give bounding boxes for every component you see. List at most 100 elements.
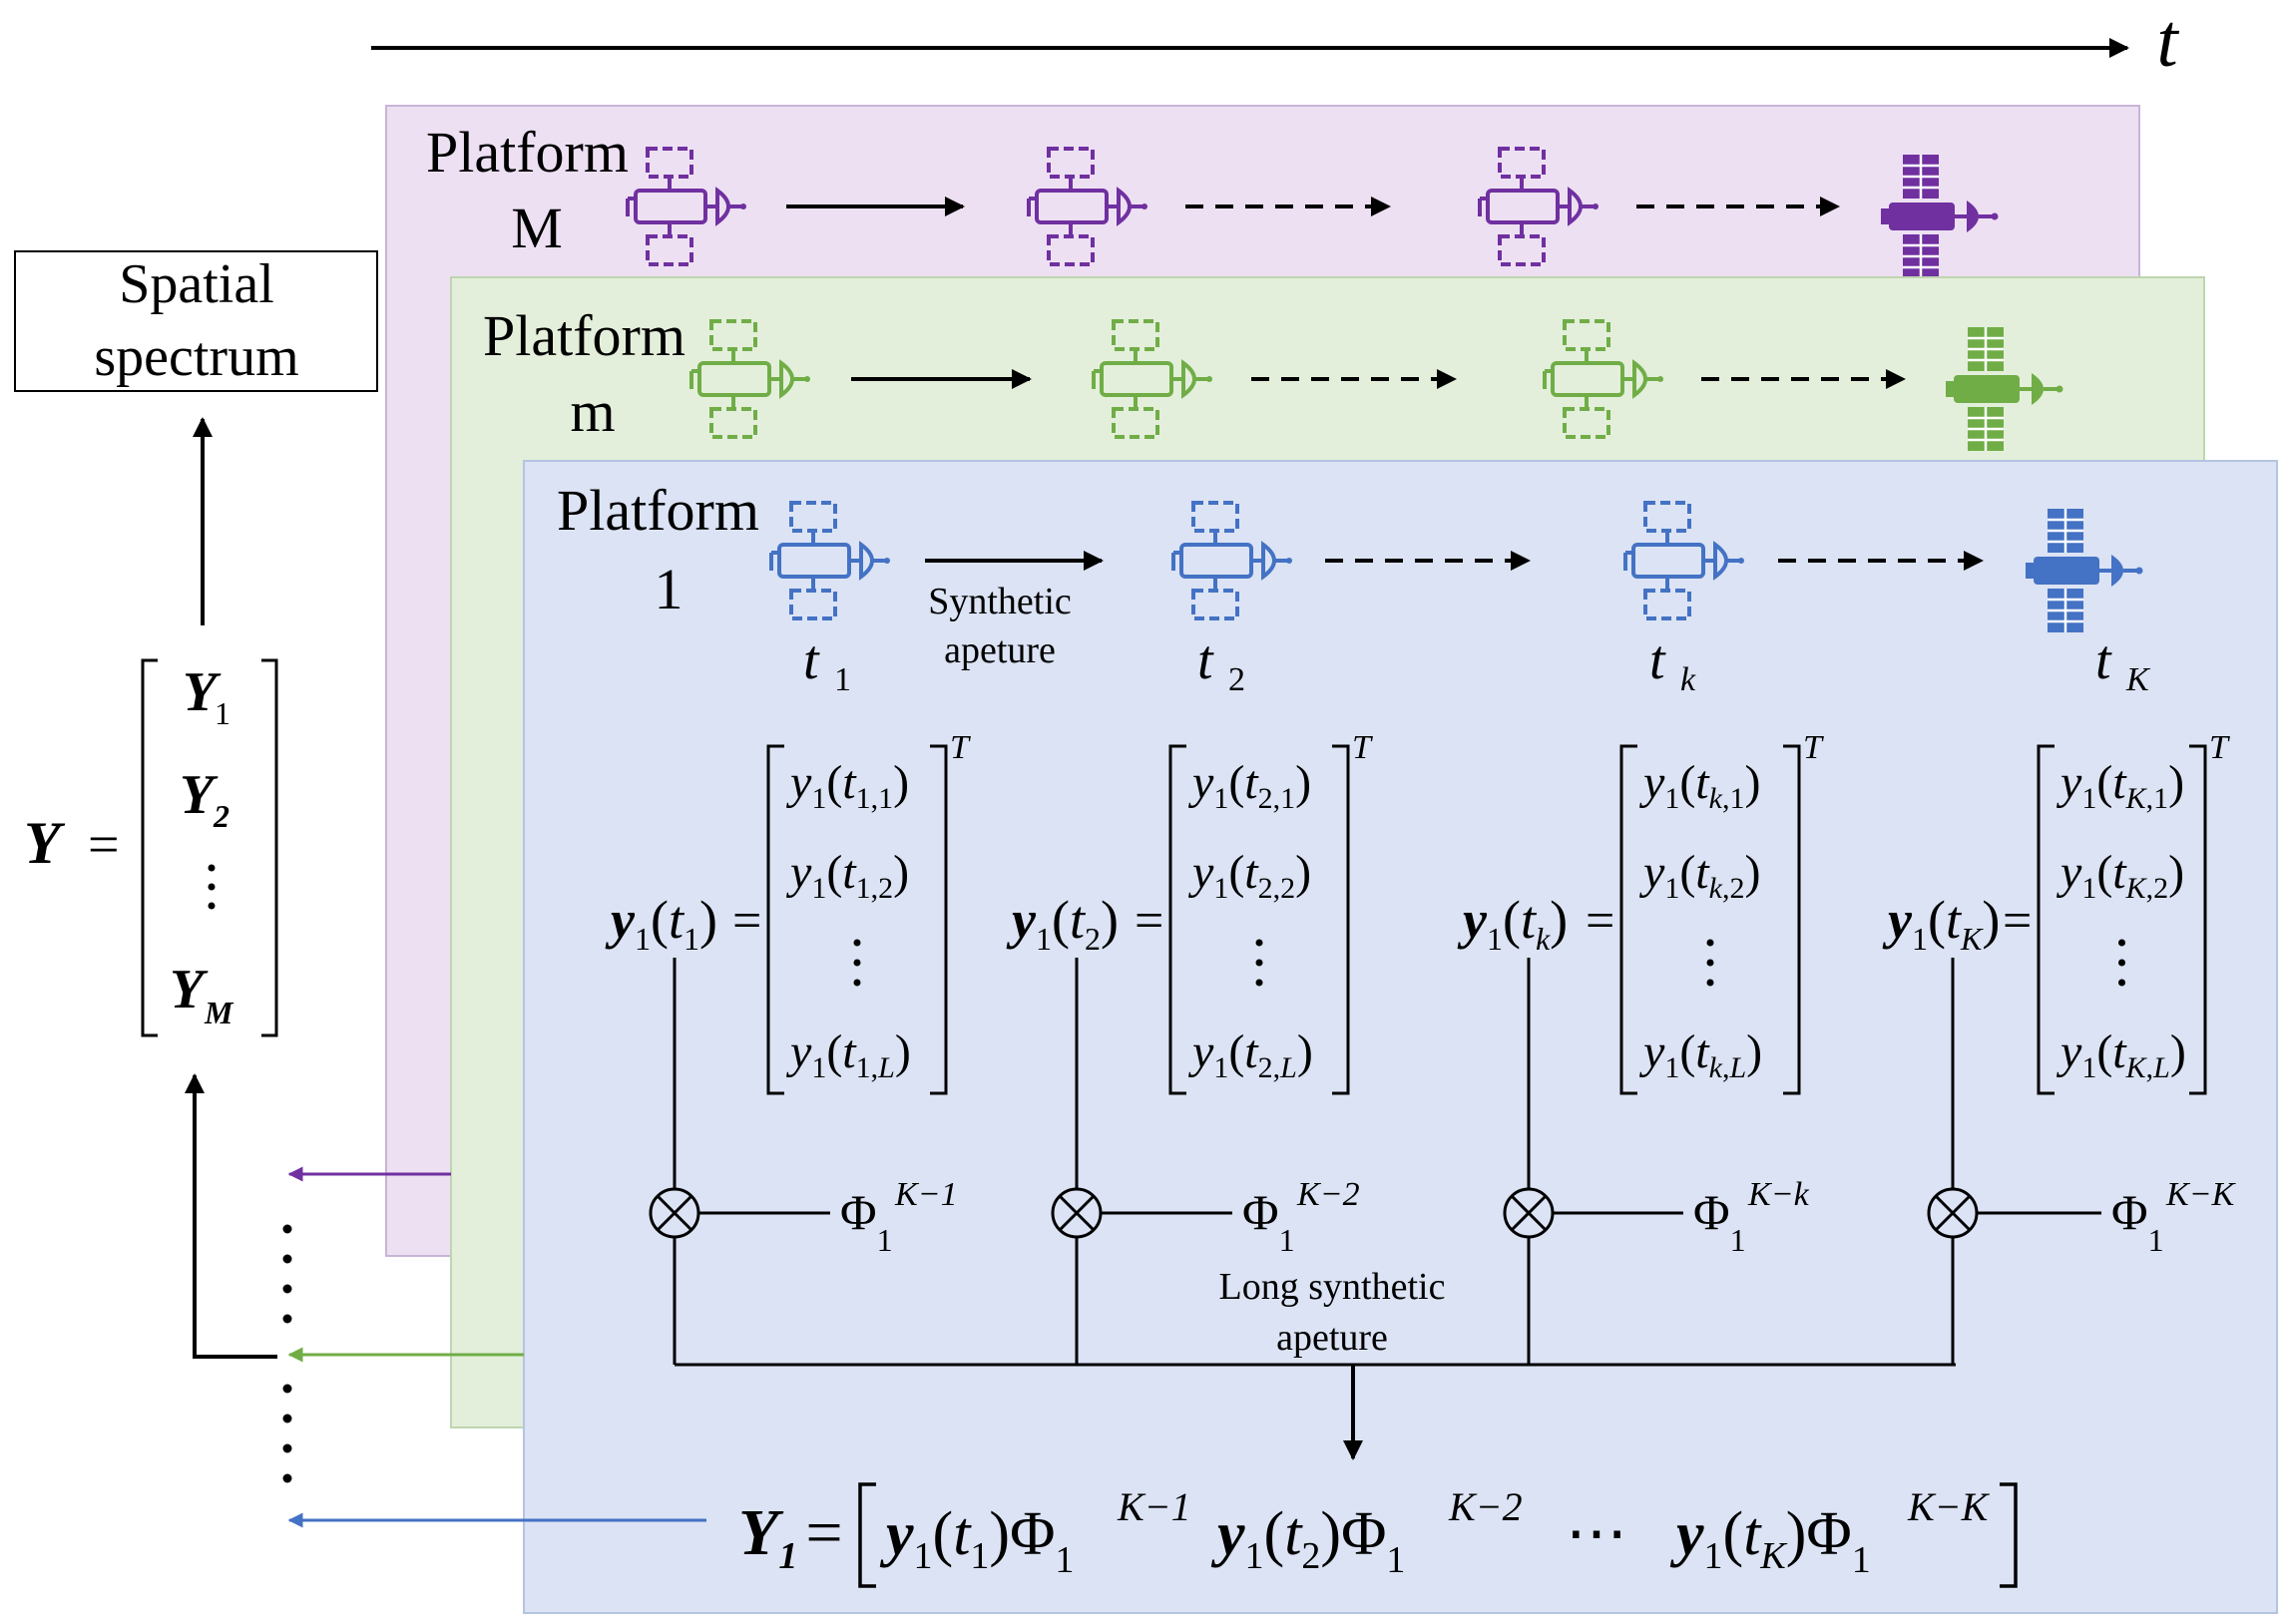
time-label-k: t k	[1649, 629, 1696, 698]
phase-term: Φ1	[2111, 1184, 2164, 1258]
synthetic-aperture-line2: apeture	[944, 629, 1056, 671]
vector-left-bracket	[1168, 744, 1186, 1095]
transpose-mark: T	[950, 729, 971, 766]
result-term-2: y1(t2)Φ1K−2	[1210, 1484, 1523, 1581]
vector-entry: y1(t2,L)	[1187, 1025, 1313, 1084]
phase-exponent: K−2	[1296, 1176, 1360, 1213]
vdots	[1255, 939, 1263, 947]
vdots	[1706, 979, 1714, 987]
svg-text:k: k	[1680, 661, 1696, 698]
snapshot-lhs: y1(t2)	[1006, 890, 1119, 957]
vector-entry: y1(tK,L)	[2056, 1025, 2186, 1084]
svg-text:Y: Y	[183, 661, 222, 723]
vdots	[1255, 979, 1263, 987]
result-exponent: K−2	[1448, 1484, 1523, 1529]
fusion-arrow	[185, 1073, 277, 1359]
vector-left-bracket	[1619, 744, 1637, 1095]
platform-ellipsis-dots	[282, 1224, 292, 1483]
snapshot-2: y1(t2)=Ty1(t2,1)y1(t2,2)y1(t2,L)Φ1K−2	[1006, 729, 1373, 1365]
time-label-K: t K	[2095, 629, 2151, 698]
vector-Y-entry-M: Y M	[170, 959, 234, 1030]
snapshot-4: y1(tK)=Ty1(tK,1)y1(tK,2)y1(tK,L)Φ1K−K	[1882, 729, 2237, 1365]
long-aperture-line2: apeture	[1276, 1317, 1388, 1359]
long-aperture-line1: Long synthetic	[1219, 1266, 1446, 1308]
time-label-1: t 1	[803, 629, 851, 698]
vector-entry: y1(t1,L)	[785, 1025, 911, 1084]
vector-Y: Y = Y 1 Y 2 Y M	[24, 658, 278, 1037]
svg-text:1: 1	[215, 695, 230, 731]
spatial-spectrum-line2: spectrum	[94, 326, 298, 388]
svg-text:t: t	[1197, 629, 1214, 691]
svg-text:K: K	[2125, 661, 2151, 698]
vector-entry: y1(tk,2)	[1638, 846, 1760, 905]
phase-term: Φ1	[840, 1184, 893, 1258]
vdots	[1255, 959, 1263, 967]
vector-entry: y1(tK,1)	[2056, 756, 2184, 815]
platform-M-label-bottom: M	[511, 196, 563, 260]
svg-text:t: t	[2095, 629, 2112, 691]
snapshot-1: y1(t1) = Ty1(t1,1) y1(t1,2) y1(t1,L) Φ1K−1	[605, 729, 971, 1365]
result-exponent: K−1	[1117, 1484, 1191, 1529]
vector-entry: y1(t1,2)	[785, 846, 909, 905]
snapshot-vectors: y1(t1)=Ty1(t1,1)y1(t1,2)y1(t1,L)Φ1K−1y1(…	[605, 729, 2237, 1365]
svg-text:=: =	[1135, 893, 1163, 950]
panel-1-background	[523, 460, 2278, 1614]
svg-text:t: t	[803, 629, 820, 691]
vdots	[2118, 939, 2125, 947]
vector-entry: y1(tk,L)	[1638, 1025, 1762, 1084]
vdots	[2118, 959, 2125, 967]
platform-m-label-bottom: m	[570, 379, 615, 444]
vector-Y-lhs: Y	[24, 810, 66, 876]
vector-entry: y1(t2,1)	[1187, 756, 1311, 815]
vdots	[853, 959, 861, 967]
result-right-bracket	[2000, 1482, 2018, 1588]
svg-text:y1(t1)Φ1: y1(t1)Φ1	[879, 1500, 1074, 1581]
svg-text:=: =	[732, 893, 761, 950]
platform-m-label-top: Platform	[483, 303, 686, 368]
left-bracket	[141, 658, 158, 1037]
phase-exponent: K−1	[894, 1176, 958, 1213]
vector-Y-entry-2: Y 2	[180, 764, 229, 834]
spatial-spectrum-line1: Spatial	[119, 253, 274, 315]
time-axis-label: t	[2156, 0, 2179, 83]
transpose-mark: T	[2209, 729, 2230, 766]
vector-entry: y1(tK,2)	[2056, 846, 2184, 905]
svg-text:2: 2	[1228, 661, 1245, 698]
svg-text:t: t	[1649, 629, 1666, 691]
platform-M-label-top: Platform	[426, 120, 629, 185]
svg-text:1: 1	[834, 661, 851, 698]
result-term-1: y1(t1)Φ1 K−1	[879, 1484, 1191, 1581]
vdots	[1706, 939, 1714, 947]
time-axis: t	[371, 0, 2179, 83]
vector-Y-vdots	[208, 864, 216, 910]
svg-text:M: M	[204, 995, 234, 1030]
phase-term: Φ1	[1693, 1184, 1746, 1258]
phase-exponent: K−k	[1747, 1176, 1810, 1213]
right-bracket	[261, 658, 278, 1037]
snapshot-lhs: y1(t1)	[605, 890, 717, 957]
svg-text:Y: Y	[170, 959, 209, 1020]
platform-1-label-top: Platform	[557, 478, 759, 543]
spatial-spectrum-box: Spatial spectrum	[14, 250, 378, 392]
vdots	[2118, 979, 2125, 987]
svg-text:Y: Y	[180, 764, 219, 826]
panel-platform-1: Platform 1 Synthetic apeture t 1 t 2 t k…	[523, 460, 2278, 1614]
vector-entry: y1(t1,1)	[785, 756, 909, 815]
snapshot-3: y1(tk)=Ty1(tk,1)y1(tk,2)y1(tk,L)Φ1K−k	[1457, 729, 1824, 1365]
vector-left-bracket	[766, 744, 784, 1095]
result-exponent: K−K	[1907, 1484, 1991, 1529]
snapshot-lhs: y1(tk)	[1457, 890, 1568, 957]
synthetic-aperture-line1: Synthetic	[928, 581, 1072, 622]
transpose-mark: T	[1803, 729, 1824, 766]
vector-right-bracket	[930, 744, 948, 1095]
vector-Y-entry-1: Y 1	[183, 661, 230, 731]
svg-text:=: =	[88, 814, 120, 876]
vector-left-bracket	[2037, 744, 2055, 1095]
vector-right-bracket	[1332, 744, 1350, 1095]
vector-entry: y1(t2,2)	[1187, 846, 1311, 905]
svg-text:=: =	[2003, 893, 2032, 950]
phase-term: Φ1	[1242, 1184, 1295, 1258]
result-lhs: Y1=	[738, 1496, 843, 1577]
vector-right-bracket	[2189, 744, 2207, 1095]
